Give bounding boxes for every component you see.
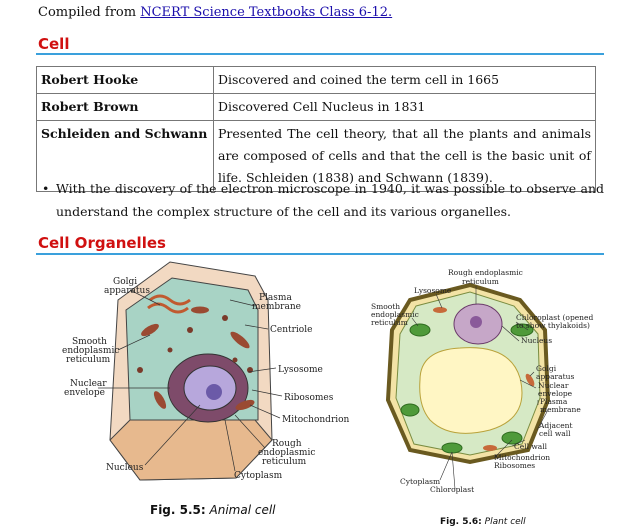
plant-label-plasma-2: membrane xyxy=(540,405,581,414)
intro-line: Compiled from NCERT Science Textbooks Cl… xyxy=(38,5,392,20)
label-golgi: Golgi xyxy=(113,277,137,287)
animal-fig-title: Animal cell xyxy=(209,503,276,517)
label-smooth-3: reticulum xyxy=(66,355,111,365)
discovery-table: Robert Hooke Discovered and coined the t… xyxy=(36,66,596,192)
animal-cell-caption: Fig. 5.5: Animal cell xyxy=(150,503,276,517)
plant-label-chloroplast-opened-2: to show thylakoids) xyxy=(516,321,590,330)
label-rough-3: reticulum xyxy=(262,457,307,467)
label-golgi-2: apparatus xyxy=(104,286,150,296)
label-smooth-2: endoplasmic xyxy=(62,346,119,356)
plant-label-smooth: Smooth xyxy=(371,302,400,311)
animal-fig-number: Fig. 5.5: xyxy=(150,503,206,517)
section-rule-organelles xyxy=(36,253,604,255)
label-centriole: Centriole xyxy=(270,325,312,335)
plant-label-rough-2: reticulum xyxy=(462,277,499,286)
plant-label-rough: Rough endoplasmic xyxy=(448,268,523,277)
plant-label-nucleus: Nucleus xyxy=(521,336,552,345)
plant-label-nuclear: Nuclear xyxy=(538,381,569,390)
plant-label-chloroplast: Chloroplast xyxy=(430,485,474,494)
label-smooth: Smooth xyxy=(72,337,107,347)
animal-nucleolus xyxy=(206,384,222,400)
bullet-text: With the discovery of the electron micro… xyxy=(56,181,604,219)
label-nuclear: Nuclear xyxy=(70,379,107,389)
plant-label-golgi: Golgi xyxy=(536,364,557,373)
plant-label-cytoplasm: Cytoplasm xyxy=(400,477,440,486)
plant-label-smooth-2: endoplasmic xyxy=(371,310,419,319)
plant-label-smooth-3: reticulum xyxy=(371,318,408,327)
section-title-cell: Cell xyxy=(38,35,70,53)
plant-label-golgi-2: apparatus xyxy=(536,372,574,381)
discovery-desc: Discovered Cell Nucleus in 1831 xyxy=(213,93,596,121)
label-nucleus: Nucleus xyxy=(106,463,144,473)
plant-label-plasma: Plasma xyxy=(540,397,568,406)
section-title-organelles: Cell Organelles xyxy=(38,234,166,252)
label-cytoplasm: Cytoplasm xyxy=(234,471,283,481)
label-plasma-2: membrane xyxy=(252,302,301,312)
label-plasma: Plasma xyxy=(259,293,292,303)
plant-label-cell-wall: Cell wall xyxy=(514,442,548,451)
plant-label-nuclear-2: envelope xyxy=(538,389,573,398)
plant-label-chloroplast-opened: Chloroplast (opened xyxy=(516,313,593,322)
plant-label-adjacent-2: cell wall xyxy=(539,429,571,438)
plant-nucleolus xyxy=(470,316,482,328)
ncert-link[interactable]: NCERT Science Textbooks Class 6-12. xyxy=(140,5,393,20)
label-nuclear-2: envelope xyxy=(64,388,105,398)
discovery-desc: Discovered and coined the term cell in 1… xyxy=(213,66,596,94)
intro-prefix: Compiled from xyxy=(38,5,141,20)
section-rule-cell xyxy=(36,53,604,55)
plant-cell-caption: Fig. 5.6: Plant cell xyxy=(440,517,526,527)
plant-vacuole xyxy=(419,347,523,434)
plant-label-mitochondrion: Mitochondrion xyxy=(494,453,550,462)
animal-cell-diagram xyxy=(109,261,273,481)
plant-cell-diagram xyxy=(385,282,551,465)
label-rough-2: endoplasmic xyxy=(258,448,315,458)
label-rough: Rough xyxy=(272,439,302,449)
discovery-desc: Presented The cell theory, that all the … xyxy=(213,120,596,192)
label-mitochondrion: Mitochondrion xyxy=(282,415,350,425)
table-row: Schleiden and Schwann Presented The cell… xyxy=(36,120,596,192)
table-row: Robert Hooke Discovered and coined the t… xyxy=(36,66,596,94)
label-lysosome: Lysosome xyxy=(278,365,323,375)
bullet-dot-icon: • xyxy=(42,181,50,196)
plant-label-ribosomes: Ribosomes xyxy=(494,461,535,470)
table-row: Robert Brown Discovered Cell Nucleus in … xyxy=(36,93,596,121)
label-ribosomes: Ribosomes xyxy=(284,393,334,403)
bullet-item: • With the discovery of the electron mic… xyxy=(42,177,604,223)
plant-fig-number: Fig. 5.6: xyxy=(440,517,482,527)
plant-label-lysosome: Lysosome xyxy=(414,286,452,295)
plant-fig-title: Plant cell xyxy=(484,517,526,527)
plant-label-adjacent: Adjacent xyxy=(538,421,573,430)
scientist-name: Schleiden and Schwann xyxy=(36,120,214,192)
